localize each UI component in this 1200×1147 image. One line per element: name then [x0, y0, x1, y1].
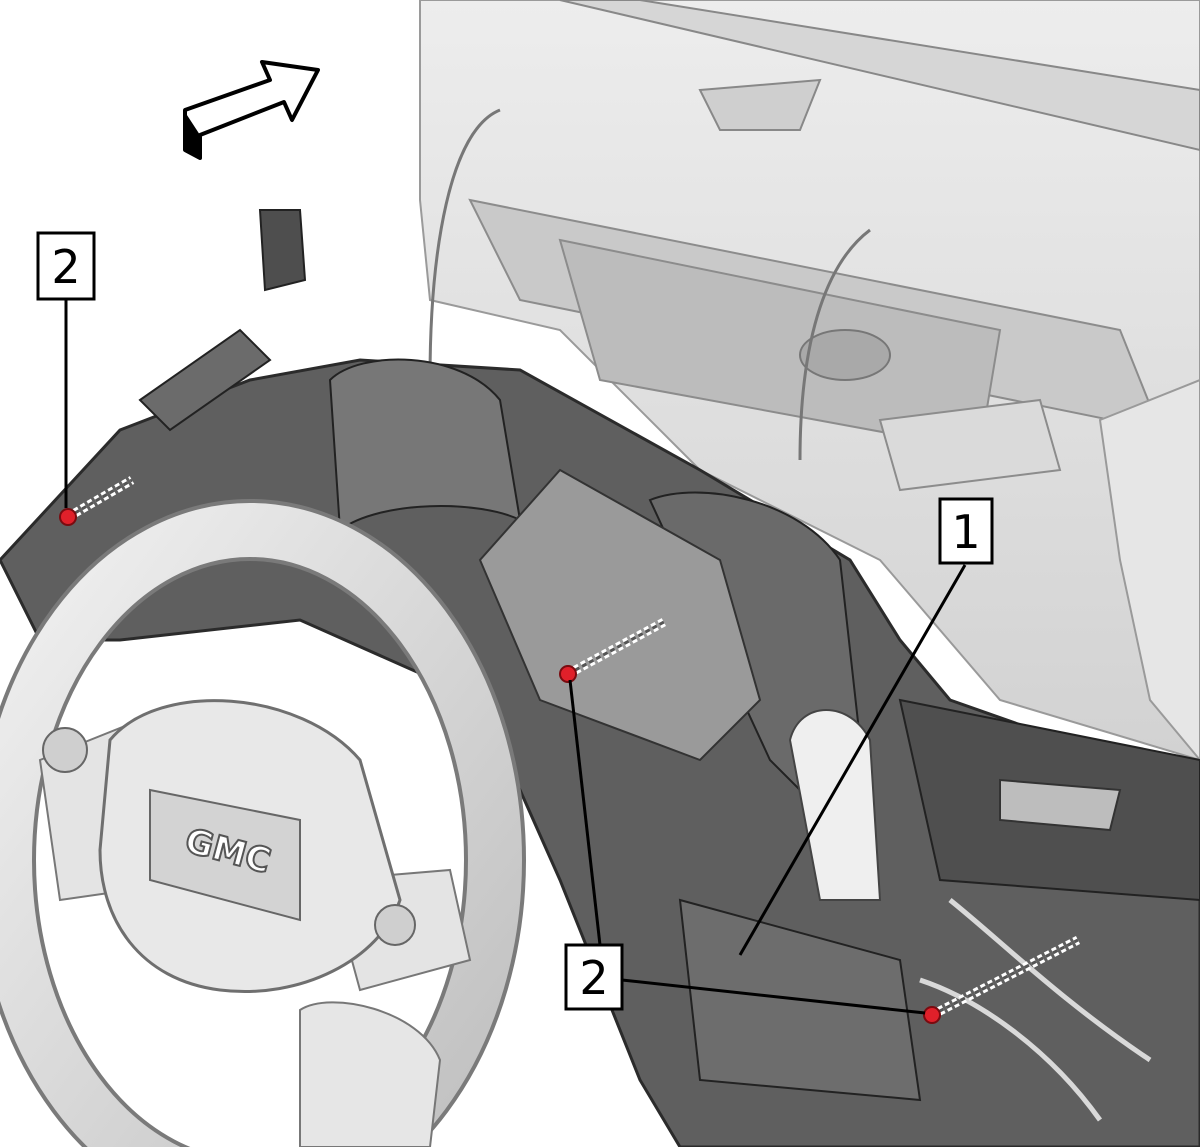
callout-1-label: 1: [951, 505, 980, 559]
callout-2-bottom: 2: [564, 943, 624, 1011]
leader-line-2-center: [568, 679, 602, 946]
fastener-marker-center: [559, 618, 667, 683]
steering-wheel: [0, 499, 526, 1147]
forward-arrow-icon: [183, 60, 320, 160]
fastener-marker-right: [923, 935, 1081, 1024]
leader-lines: [64, 300, 967, 1015]
callout-2-bottom-label: 2: [579, 951, 608, 1005]
callout-2-left-label: 2: [51, 240, 80, 294]
callout-2-left: 2: [36, 231, 96, 301]
callout-1: 1: [938, 497, 994, 565]
fastener-marker-left: [59, 476, 135, 526]
leader-line-2-right: [621, 978, 926, 1015]
leader-line-1: [738, 564, 967, 956]
